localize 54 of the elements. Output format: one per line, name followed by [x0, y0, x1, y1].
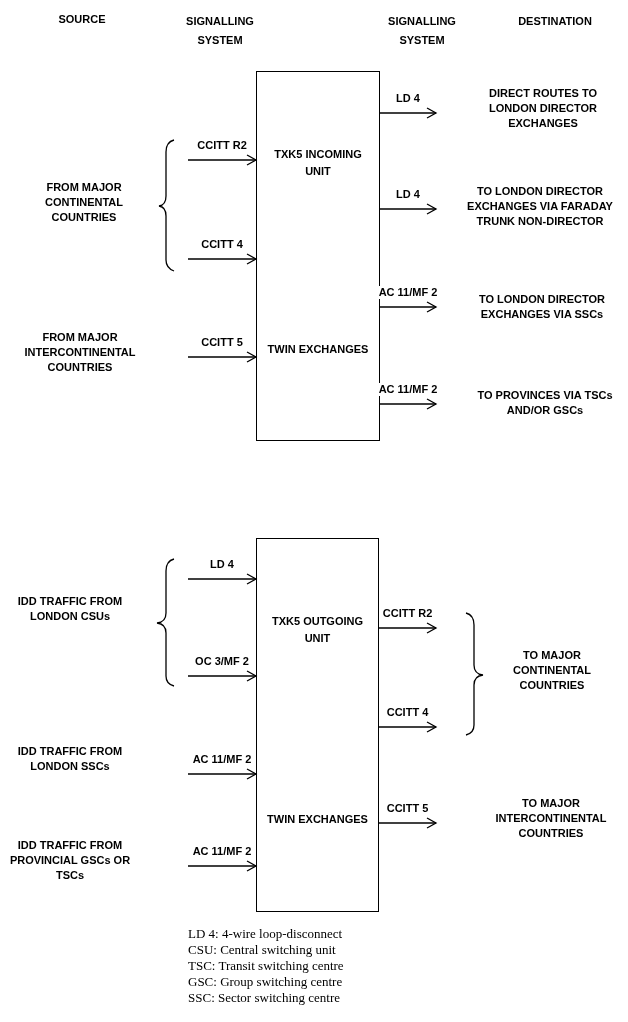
glossary-entry: GSC: Group switching centre	[188, 974, 343, 990]
unit-label: TXK5 OUTGOING UNIT	[270, 614, 365, 647]
traffic-label: FROM MAJOR CONTINENTAL COUNTRIES	[44, 180, 124, 225]
arrow	[187, 768, 257, 780]
arrow	[378, 622, 437, 634]
glossary-entry: TSC: Transit switching centre	[188, 958, 344, 974]
glossary-entry: CSU: Central switching unit	[188, 942, 336, 958]
edge-label: CCITT 4	[384, 706, 431, 719]
arrow	[187, 860, 257, 872]
unit-box	[256, 538, 379, 912]
arrow	[378, 721, 437, 733]
edge-label: OC 3/MF 2	[193, 655, 251, 668]
arrow	[378, 817, 437, 829]
edge-label: AC 11/MF 2	[376, 286, 440, 299]
traffic-label: TO LONDON DIRECTOR EXCHANGES VIA FARADAY TRUNK NON-DIRECTOR	[466, 184, 614, 229]
unit-label: TXK5 INCOMING UNIT	[273, 146, 363, 179]
edge-label: LD 4	[394, 92, 422, 105]
traffic-label: TO PROVINCES VIA TSCs AND/OR GSCs	[476, 388, 614, 418]
arrow	[187, 351, 257, 363]
edge-label: AC 11/MF 2	[190, 845, 254, 858]
arrow	[379, 301, 437, 313]
arrow	[379, 107, 437, 119]
unit-box	[256, 71, 380, 441]
arrow	[187, 154, 257, 166]
column-header: SOURCE	[57, 12, 107, 27]
column-header: DESTINATION	[517, 14, 593, 29]
traffic-label: IDD TRAFFIC FROM LONDON CSUs	[16, 594, 124, 624]
arrow	[379, 203, 437, 215]
edge-label: LD 4	[208, 558, 236, 571]
column-header: SIGNALLING SYSTEM	[185, 14, 255, 48]
traffic-label: TO MAJOR CONTINENTAL COUNTRIES	[512, 648, 592, 693]
glossary-entry: SSC: Sector switching centre	[188, 990, 340, 1006]
traffic-label: TO MAJOR INTERCONTINENTAL COUNTRIES	[494, 796, 608, 841]
column-header: SIGNALLING SYSTEM	[387, 14, 457, 48]
traffic-label: FROM MAJOR INTERCONTINENTAL COUNTRIES	[23, 330, 137, 375]
traffic-label: TO LONDON DIRECTOR EXCHANGES VIA SSCs	[477, 292, 607, 322]
edge-label: CCITT R2	[380, 607, 435, 620]
traffic-label: IDD TRAFFIC FROM PROVINCIAL GSCs OR TSCs	[8, 838, 132, 883]
edge-label: AC 11/MF 2	[190, 753, 254, 766]
glossary-entry: LD 4: 4-wire loop-disconnect	[188, 926, 343, 942]
edge-label: LD 4	[394, 188, 422, 201]
edge-label: CCITT 5	[199, 336, 245, 349]
traffic-label: DIRECT ROUTES TO LONDON DIRECTOR EXCHANGES	[488, 86, 598, 131]
arrow	[187, 253, 257, 265]
arrow	[187, 573, 257, 585]
edge-label: CCITT 5	[384, 802, 431, 815]
edge-label: AC 11/MF 2	[376, 383, 440, 396]
edge-label: CCITT R2	[195, 139, 249, 152]
unit-label: TWIN EXCHANGES	[266, 811, 369, 827]
edge-label: CCITT 4	[199, 238, 245, 251]
arrow	[379, 398, 437, 410]
traffic-label: IDD TRAFFIC FROM LONDON SSCs	[16, 744, 124, 774]
unit-label: TWIN EXCHANGES	[266, 341, 370, 357]
arrow	[187, 670, 257, 682]
